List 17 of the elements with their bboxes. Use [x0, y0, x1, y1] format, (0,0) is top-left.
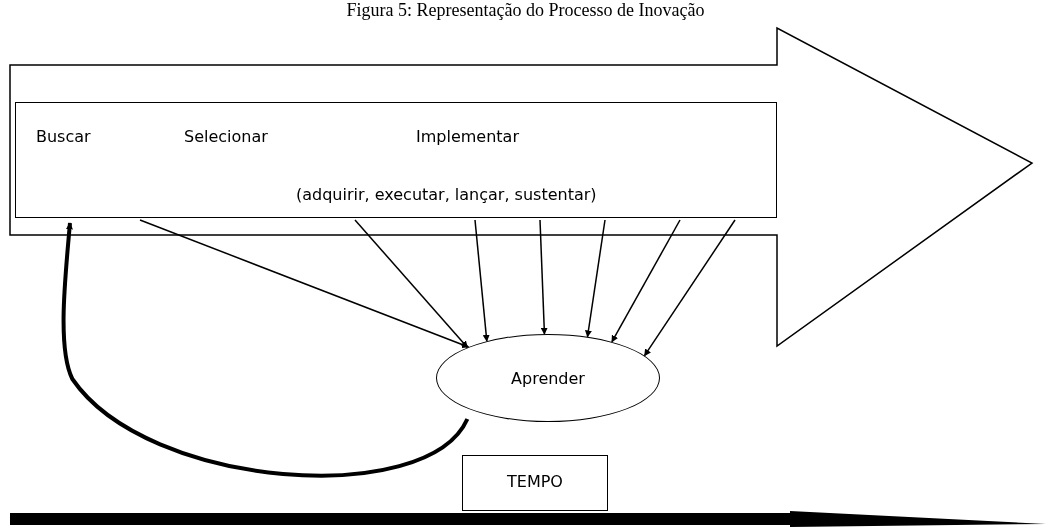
figure-title: Figura 5: Representação do Processo de Inovação [346, 0, 705, 21]
arrow [61, 222, 469, 478]
arrow [474, 219, 490, 342]
node-label: TEMPO [506, 471, 564, 493]
stage-label: Buscar [36, 127, 91, 146]
arrow [139, 219, 470, 348]
stage-label: Selecionar [184, 127, 268, 146]
stage-label: (adquirir, executar, lançar, sustentar) [296, 185, 597, 204]
arrow [611, 219, 681, 343]
arrow [539, 219, 548, 335]
arrow [584, 219, 606, 338]
arrow [643, 219, 736, 357]
process-box [15, 102, 777, 218]
arrow [354, 219, 469, 349]
node-label: Aprender [511, 368, 585, 388]
stage-label: Implementar [416, 127, 519, 146]
process-box [462, 455, 608, 511]
